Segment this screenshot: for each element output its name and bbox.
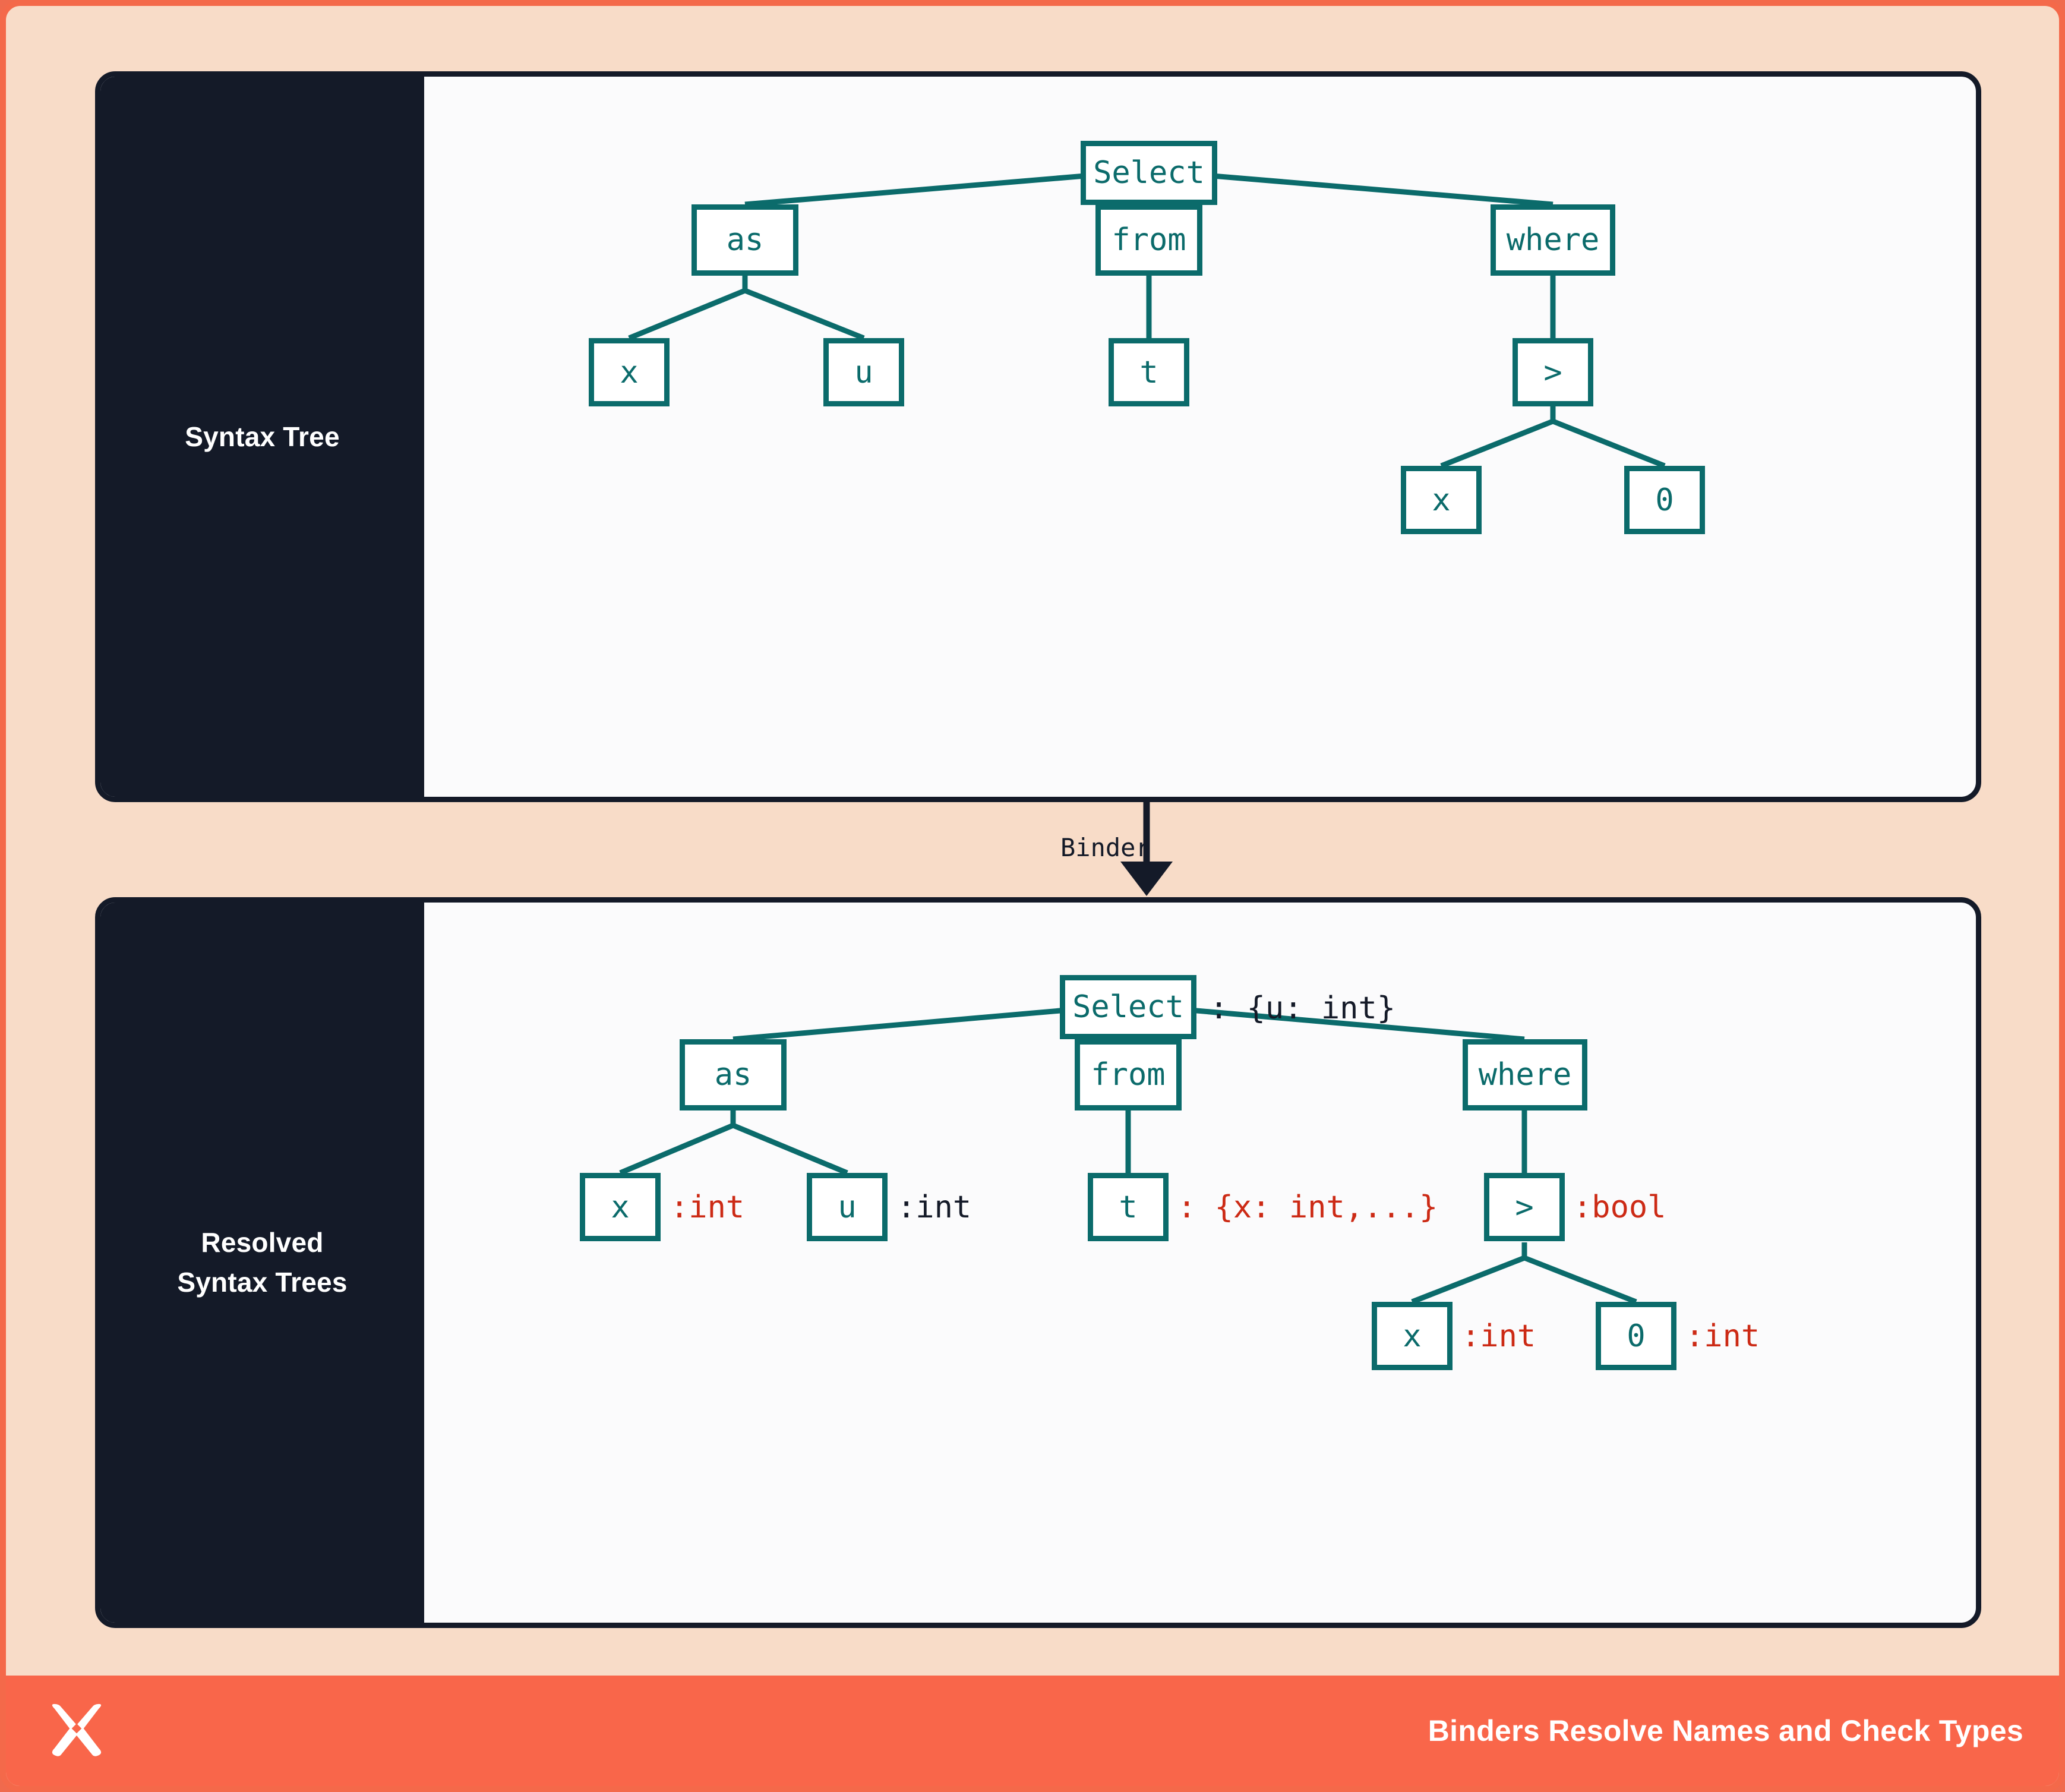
- syntax-tree-canvas: Select as from where x u t > x 0: [424, 77, 1976, 797]
- node-gt-x[interactable]: x: [1401, 466, 1482, 534]
- node-as[interactable]: as: [680, 1039, 787, 1110]
- node-where[interactable]: where: [1491, 204, 1615, 276]
- node-from[interactable]: from: [1075, 1039, 1182, 1110]
- node-as[interactable]: as: [692, 204, 798, 276]
- node-as-x[interactable]: x: [580, 1173, 661, 1241]
- node-as-u[interactable]: u: [807, 1173, 888, 1241]
- node-select[interactable]: Select: [1060, 975, 1196, 1039]
- node-from[interactable]: from: [1095, 204, 1202, 276]
- x-mark-logo-icon: [52, 1703, 102, 1756]
- node-gt-zero[interactable]: 0: [1624, 466, 1705, 534]
- node-as-x[interactable]: x: [589, 338, 670, 406]
- node-gt[interactable]: >: [1484, 1173, 1565, 1241]
- node-from-t[interactable]: t: [1088, 1173, 1169, 1241]
- annotation-gt-x: :int: [1461, 1318, 1536, 1354]
- panel-resolved-title: Resolved Syntax Trees: [177, 1223, 347, 1302]
- annotation-gt-zero: :int: [1685, 1318, 1760, 1354]
- panel-resolved-syntax-trees: Resolved Syntax Trees: [95, 897, 1981, 1628]
- panel-syntax-tree-title: Syntax Tree: [185, 421, 340, 452]
- footer-bar: Binders Resolve Names and Check Types: [6, 1676, 2059, 1786]
- node-where[interactable]: where: [1463, 1039, 1587, 1110]
- node-as-u[interactable]: u: [823, 338, 904, 406]
- annotation-as-u: :int: [897, 1190, 972, 1225]
- panel-resolved-sidebar: Resolved Syntax Trees: [100, 903, 424, 1623]
- annotation-as-x: :int: [670, 1190, 745, 1225]
- panel-syntax-tree-sidebar: Syntax Tree: [100, 77, 424, 797]
- annotation-select: : {u: int}: [1210, 990, 1396, 1026]
- panel-resolved-title-line1: Resolved: [201, 1227, 324, 1258]
- node-gt-zero[interactable]: 0: [1596, 1302, 1676, 1370]
- node-gt-x[interactable]: x: [1372, 1302, 1453, 1370]
- binder-transition: Binder: [95, 802, 1981, 897]
- footer-caption: Binders Resolve Names and Check Types: [1428, 1714, 2023, 1747]
- resolved-tree-canvas: Select : {u: int} as from where x :int u…: [424, 903, 1976, 1623]
- resolved-tree-edges: [619, 977, 1637, 1305]
- annotation-gt: :bool: [1573, 1190, 1666, 1225]
- binder-arrow-icon: [1120, 802, 1173, 896]
- binder-label: Binder: [1060, 833, 1151, 862]
- panel-syntax-tree: Syntax Tree: [95, 71, 1981, 802]
- node-from-t[interactable]: t: [1109, 338, 1189, 406]
- panel-resolved-title-line2: Syntax Trees: [177, 1267, 348, 1298]
- annotation-from-t: : {x: int,...}: [1177, 1190, 1438, 1225]
- node-select[interactable]: Select: [1081, 141, 1217, 205]
- node-gt[interactable]: >: [1513, 338, 1593, 406]
